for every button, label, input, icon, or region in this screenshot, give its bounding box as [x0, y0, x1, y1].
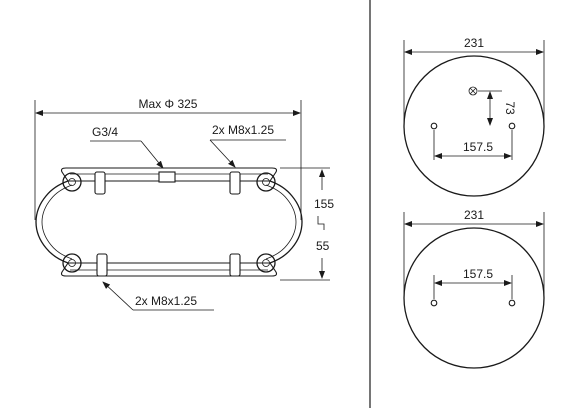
- port-offset-label: 73: [503, 101, 517, 115]
- port-label: G3/4: [92, 125, 118, 139]
- top-left-crimp-inner: [68, 178, 76, 186]
- top-plate-circle: [403, 55, 545, 197]
- top-bolts-leader-pointer: [209, 139, 236, 168]
- bottom-plate-view: 231 157.5: [403, 208, 545, 369]
- bottom-bolt-spacing-label: 157.5: [463, 267, 493, 281]
- air-port-fitting: [158, 171, 176, 183]
- side-view: Max Φ 325 G3/4 2x M8x1.25: [34, 97, 334, 311]
- bottom-bolts-label: 2x M8x1.25: [135, 294, 197, 308]
- bottom-plate-circle: [403, 227, 545, 369]
- bottom-bolts-leader-pointer: [102, 281, 134, 311]
- top-bolt-spacing-label: 157.5: [463, 140, 493, 154]
- top-bolts-label: 2x M8x1.25: [212, 123, 274, 137]
- port-leader-pointer: [140, 140, 164, 169]
- top-right-crimp-inner: [262, 178, 270, 186]
- bottom-left-stud: [96, 253, 108, 277]
- bottom-right-crimp: [256, 253, 276, 273]
- top-left-stud: [94, 171, 106, 195]
- bellows-outline: [35, 180, 303, 264]
- bottom-right-stud: [229, 253, 241, 277]
- bottom-plate: [60, 262, 278, 277]
- top-plate-diameter-label: 231: [464, 36, 484, 50]
- air-port-symbol: [468, 86, 478, 96]
- max-height-label: 155: [314, 197, 334, 211]
- bellows-inner-outline: [41, 184, 297, 260]
- max-diameter-label: Max Φ 325: [139, 97, 198, 111]
- air-port-cross-b: [469, 87, 477, 95]
- top-plate-view: 231 73 157.5: [403, 36, 545, 197]
- top-plate-left-bolt-hole: [430, 122, 438, 130]
- bottom-plate-diameter-label: 231: [464, 208, 484, 222]
- min-height-label: 55: [316, 239, 330, 253]
- top-right-stud: [229, 171, 241, 195]
- bottom-left-crimp: [62, 253, 82, 273]
- bottom-left-crimp-inner: [68, 259, 76, 267]
- bottom-plate-left-bolt-hole: [430, 299, 438, 307]
- top-plate-right-bolt-hole: [508, 122, 516, 130]
- bottom-right-crimp-inner: [262, 259, 270, 267]
- height-break-symbol: [317, 216, 325, 230]
- bottom-plate-right-bolt-hole: [508, 299, 516, 307]
- top-right-crimp: [256, 172, 276, 192]
- top-left-crimp: [62, 172, 82, 192]
